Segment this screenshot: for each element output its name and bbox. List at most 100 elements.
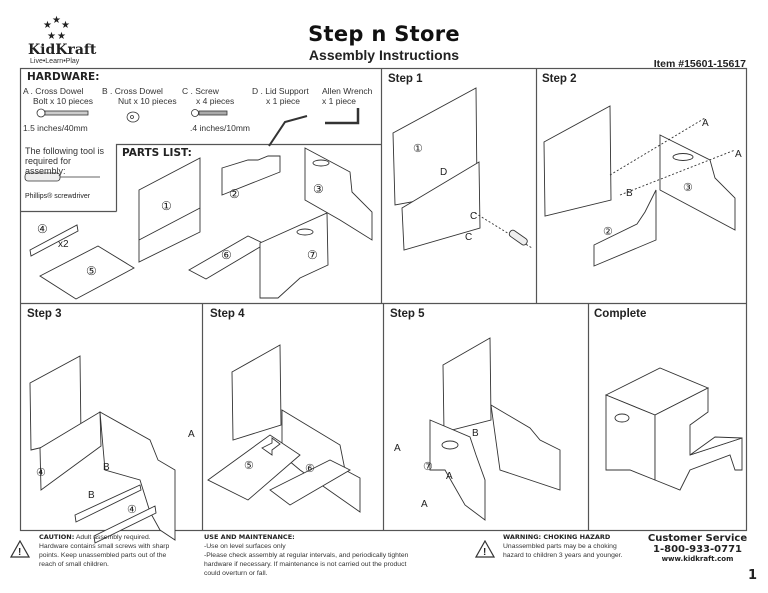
page-title: Step n Store bbox=[308, 22, 460, 46]
allen-wrench-icon bbox=[325, 108, 360, 125]
diagram-label: C . Screw bbox=[182, 86, 219, 96]
part-2-front bbox=[221, 155, 281, 196]
diagram-label: A bbox=[735, 149, 742, 160]
diagram-label: D bbox=[440, 167, 447, 178]
hardware-item-a-size: 1.5 inches/40mm bbox=[23, 123, 88, 133]
diagram-label: B bbox=[626, 188, 633, 199]
diagram-label: -Please check assembly at regular interv… bbox=[204, 552, 409, 577]
part-label: ① bbox=[161, 199, 172, 213]
diagram-label: A bbox=[446, 471, 453, 482]
diagram-label: ⑤ bbox=[244, 460, 254, 472]
panel-borders bbox=[19, 67, 748, 532]
svg-text:★: ★ bbox=[43, 20, 52, 31]
logo-wordmark: KidKraft bbox=[28, 42, 97, 58]
page-subtitle: Assembly Instructions bbox=[308, 47, 460, 63]
part-label: ⑥ bbox=[221, 248, 232, 262]
tool-note: The following tool is required for assem… bbox=[25, 146, 105, 176]
diagram-label: Nut x 10 pieces bbox=[118, 96, 177, 106]
customer-service: Customer Service 1-800-933-0771 www.kidk… bbox=[640, 533, 755, 563]
diagram-label: A bbox=[702, 118, 709, 129]
diagram-label: Bolt x 10 pieces bbox=[33, 96, 94, 106]
step-1-title: Step 1 bbox=[388, 73, 423, 85]
diagram-label: A . Cross Dowel bbox=[23, 86, 84, 96]
diagram-label: Unassembled parts may be a choking hazar… bbox=[503, 543, 623, 559]
hardware-title: HARDWARE: bbox=[27, 71, 100, 83]
part-4-rail bbox=[29, 224, 79, 257]
diagram-label: C bbox=[470, 211, 477, 222]
step-2-title: Step 2 bbox=[542, 73, 577, 85]
part-label: ⑤ bbox=[86, 264, 97, 278]
hardware-item-c-size: .4 inches/10mm bbox=[190, 123, 250, 133]
diagram-label: A bbox=[394, 443, 401, 454]
part-4-quantity: x2 bbox=[58, 239, 69, 250]
svg-text:!: ! bbox=[18, 547, 21, 558]
lid-support-icon bbox=[268, 115, 308, 147]
diagram-label: WARNING: CHOKING HAZARD bbox=[503, 533, 611, 541]
part-label: ② bbox=[229, 187, 240, 201]
diagram-label: Adult assembly required. Hardware contai… bbox=[39, 534, 170, 568]
diagram-label: ② bbox=[603, 226, 613, 238]
diagram-label: CAUTION: bbox=[39, 533, 75, 541]
diagram-label: B bbox=[472, 428, 479, 439]
maintenance-note: USE AND MAINTENANCE: -Use on level surfa… bbox=[204, 533, 424, 578]
diagram-label: Customer Service bbox=[647, 533, 748, 544]
diagram-label: C bbox=[465, 232, 472, 243]
diagram-label: A bbox=[421, 499, 428, 510]
item-number: Item #15601-15617 bbox=[653, 58, 746, 70]
part-5-bottom bbox=[39, 245, 135, 300]
website-link[interactable]: www.kidkraft.com bbox=[661, 555, 734, 563]
cross-dowel-nut-icon bbox=[126, 111, 140, 123]
svg-text:★: ★ bbox=[52, 15, 61, 26]
step-4-title: Step 4 bbox=[210, 308, 245, 320]
diagram-label: B bbox=[103, 462, 110, 473]
diagram-label: ③ bbox=[683, 182, 693, 194]
caution-warning-icon: ! bbox=[10, 540, 30, 558]
diagram-label: ④ bbox=[36, 467, 46, 479]
diagram-label: ⑦ bbox=[423, 461, 433, 473]
part-label: ④ bbox=[37, 222, 48, 236]
choking-warning-note: WARNING: CHOKING HAZARD Unassembled part… bbox=[503, 533, 633, 560]
diagram-label: Allen Wrench bbox=[322, 86, 373, 96]
diagram-label: A bbox=[188, 429, 195, 440]
logo-tagline: Live•Learn•Play bbox=[30, 58, 80, 65]
cross-dowel-bolt-icon bbox=[36, 108, 89, 118]
complete-title: Complete bbox=[594, 308, 647, 320]
svg-text:!: ! bbox=[483, 547, 486, 558]
diagram-label: ⑥ bbox=[305, 463, 315, 475]
diagram-label: ① bbox=[413, 143, 423, 155]
choking-warning-icon: ! bbox=[475, 540, 495, 558]
svg-text:★: ★ bbox=[61, 20, 70, 31]
diagram-label: -Use on level surfaces only bbox=[204, 543, 286, 550]
diagram-label: 1-800-933-0771 bbox=[653, 544, 742, 555]
diagram-label: B . Cross Dowel bbox=[102, 86, 163, 96]
screw-icon bbox=[191, 109, 228, 117]
part-3-side bbox=[304, 147, 373, 241]
completed-stool bbox=[604, 367, 743, 491]
diagram-label: x 4 pieces bbox=[196, 96, 235, 106]
diagram-label: D . Lid Support bbox=[252, 86, 309, 96]
diagram-label: ④ bbox=[127, 504, 137, 516]
caution-note: CAUTION: Adult assembly required. Hardwa… bbox=[39, 533, 179, 569]
part-label: ③ bbox=[313, 182, 324, 196]
part-7-side bbox=[259, 212, 329, 299]
diagram-label: x 1 piece bbox=[322, 96, 357, 106]
diagram-label: B bbox=[88, 490, 95, 501]
screwdriver-icon bbox=[24, 172, 100, 182]
part-1-lid bbox=[138, 157, 201, 263]
logo-stars-icon: ★★★★★ bbox=[43, 15, 70, 42]
diagram-label: USE AND MAINTENANCE: bbox=[204, 533, 295, 541]
svg-text:★: ★ bbox=[47, 31, 56, 42]
parts-list-title: PARTS LIST: bbox=[122, 147, 192, 159]
parts-drawings bbox=[29, 147, 373, 300]
svg-text:★: ★ bbox=[57, 31, 66, 42]
tool-name: Phillips® screwdriver bbox=[25, 193, 91, 200]
step-5-title: Step 5 bbox=[390, 308, 425, 320]
diagram-label: x 1 piece bbox=[266, 96, 301, 106]
step-3-title: Step 3 bbox=[27, 308, 62, 320]
